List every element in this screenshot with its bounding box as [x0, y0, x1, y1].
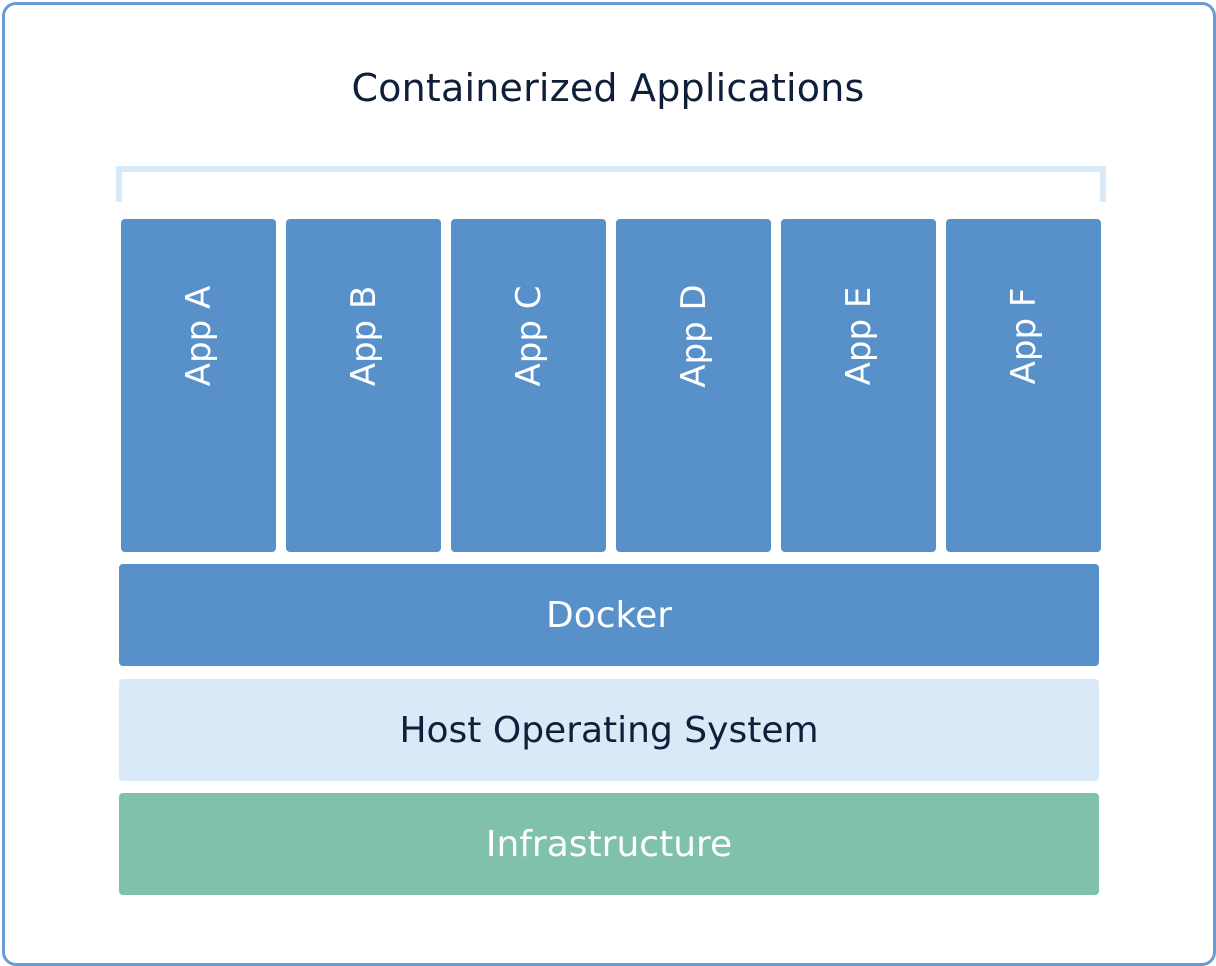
app-block-f: App F	[946, 219, 1101, 552]
infrastructure-layer: Infrastructure	[119, 793, 1099, 895]
docker-layer-label: Docker	[545, 594, 673, 636]
app-label: App C	[508, 285, 549, 386]
app-label: App E	[838, 286, 879, 385]
app-block-e: App E	[781, 219, 936, 552]
app-label: App A	[178, 285, 219, 386]
docker-layer: Docker	[119, 564, 1099, 666]
host-os-layer: Host Operating System	[119, 679, 1099, 781]
app-block-d: App D	[616, 219, 771, 552]
app-block-c: App C	[451, 219, 606, 552]
app-block-b: App B	[286, 219, 441, 552]
app-block-a: App A	[121, 219, 276, 552]
infrastructure-layer-label: Infrastructure	[485, 823, 733, 865]
app-label: App B	[343, 285, 384, 386]
apps-group-bracket	[116, 166, 1106, 202]
app-label: App F	[1003, 287, 1044, 384]
host-os-layer-label: Host Operating System	[399, 709, 819, 751]
app-label: App D	[673, 283, 714, 388]
diagram-title: Containerized Applications	[351, 66, 865, 110]
